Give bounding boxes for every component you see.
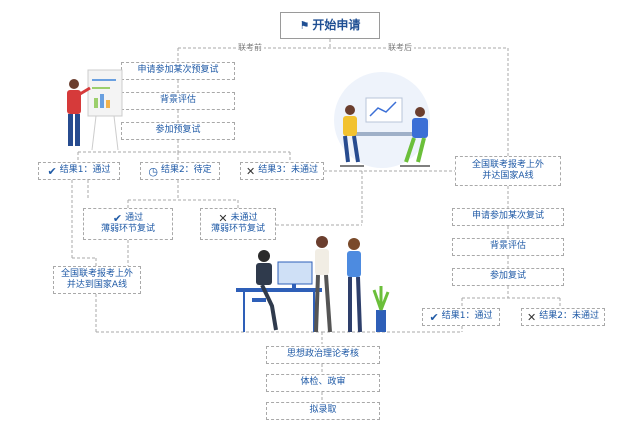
cross-icon: ✕ — [246, 164, 256, 178]
right-result-2-label: 结果2：未通过 — [539, 311, 599, 322]
pass-weak-box: ✔通过 薄弱环节复试 — [83, 208, 173, 240]
right-result-1-label: 结果1：通过 — [441, 311, 493, 322]
start-node: ⚑ 开始申请 — [280, 12, 380, 39]
branch-after-label: 联考后 — [386, 42, 414, 53]
left-result-2: ◷ 结果2：待定 — [140, 162, 220, 180]
left-national-line1: 全国联考报考上外 — [60, 268, 133, 279]
left-step-attend: 参加预复试 — [121, 122, 235, 140]
pass-weak-line1: 通过 — [125, 212, 144, 223]
right-step-attend: 参加复试 — [452, 268, 564, 286]
left-step-background: 背景评估 — [121, 92, 235, 110]
check-icon: ✔ — [47, 164, 57, 178]
right-national-box: 全国联考报考上外 并达国家A线 — [455, 156, 561, 186]
fail-weak-line1: 未通过 — [230, 212, 258, 223]
left-result-3-label: 结果3：未通过 — [258, 165, 318, 176]
start-label: 开始申请 — [312, 18, 361, 32]
pass-weak-line2: 薄弱环节复试 — [100, 224, 155, 234]
fail-weak-box: ✕未通过 薄弱环节复试 — [200, 208, 276, 240]
final-step-politics: 思想政治理论考核 — [266, 346, 380, 364]
clock-icon: ◷ — [148, 164, 158, 178]
left-result-3: ✕ 结果3：未通过 — [240, 162, 324, 180]
cross-icon: ✕ — [527, 310, 537, 324]
right-step-apply: 申请参加某次复试 — [452, 208, 564, 226]
left-result-1-label: 结果1：通过 — [59, 165, 111, 176]
left-result-1: ✔ 结果1：通过 — [38, 162, 120, 180]
branch-before-label: 联考前 — [236, 42, 264, 53]
right-step-background: 背景评估 — [452, 238, 564, 256]
right-national-line1: 全国联考报考上外 — [471, 159, 544, 170]
right-result-1: ✔ 结果1：通过 — [422, 308, 500, 326]
left-national-box: 全国联考报考上外 并达到国家A线 — [53, 266, 141, 294]
left-step-apply: 申请参加某次预复试 — [121, 62, 235, 80]
right-result-2: ✕ 结果2：未通过 — [521, 308, 605, 326]
left-result-2-label: 结果2：待定 — [160, 165, 212, 176]
check-icon: ✔ — [429, 310, 439, 324]
flag-icon: ⚑ — [299, 19, 310, 32]
cross-icon: ✕ — [218, 211, 228, 225]
right-national-line2: 并达国家A线 — [482, 171, 534, 181]
left-national-line2: 并达到国家A线 — [66, 280, 128, 290]
final-step-medical: 体检、政审 — [266, 374, 380, 392]
final-step-admit: 拟录取 — [266, 402, 380, 420]
fail-weak-line2: 薄弱环节复试 — [210, 224, 265, 234]
check-icon: ✔ — [112, 211, 123, 225]
